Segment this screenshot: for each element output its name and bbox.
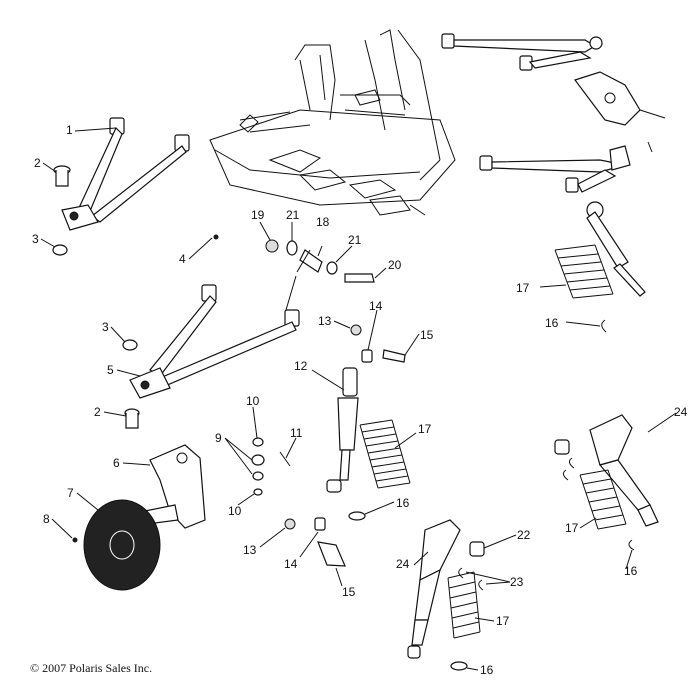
callout-22: 22: [517, 528, 531, 542]
callout-15: 15: [420, 328, 434, 342]
callout-24: 24: [674, 405, 688, 419]
retainer-16-bottom: [450, 661, 468, 671]
bolt-8: [72, 537, 78, 543]
callout-11: 11: [290, 426, 303, 440]
callout-17: 17: [496, 614, 510, 628]
hardware-9-10: [251, 437, 291, 496]
bushing-hardware-lower: [284, 517, 346, 567]
callout-9: 9: [215, 431, 222, 445]
callout-16: 16: [624, 564, 638, 578]
shock-24-center: [407, 519, 461, 659]
bushing-hardware-13-14-15: [350, 324, 406, 363]
leader-lines: [40, 127, 677, 671]
washer-3-lower: [122, 339, 138, 351]
shock-24-right: [554, 414, 659, 527]
callout-13: 13: [318, 314, 332, 328]
callout-3: 3: [102, 320, 109, 334]
callout-3: 3: [32, 232, 39, 246]
callout-16: 16: [545, 316, 559, 330]
spring-17-bottom: [447, 571, 481, 639]
lower-a-arm-top: [479, 141, 653, 193]
callout-15: 15: [342, 585, 356, 599]
callout-10: 10: [246, 394, 260, 408]
callout-12: 12: [294, 359, 308, 373]
ball-joint-upper: [53, 165, 71, 187]
leader-18: [285, 249, 311, 311]
shock-12: [326, 367, 359, 493]
clip-top-right: [601, 319, 607, 333]
knuckle-top: [574, 71, 666, 126]
callout-2: 2: [34, 156, 41, 170]
lower-a-arm-left: [129, 284, 300, 399]
callout-17: 17: [565, 521, 579, 535]
spring-top-right: [554, 244, 614, 299]
hardware-22-23: [458, 541, 485, 591]
spring-17-center: [359, 419, 411, 489]
frame: [209, 29, 456, 216]
callout-13: 13: [243, 543, 257, 557]
brake-disc: [83, 499, 161, 591]
callout-2: 2: [94, 405, 101, 419]
callout-19: 19: [251, 208, 265, 222]
shock-top-right: [586, 201, 646, 297]
bolt-4: [213, 234, 219, 240]
callout-16: 16: [396, 496, 410, 510]
callout-21: 21: [286, 208, 300, 222]
callout-10: 10: [228, 504, 242, 518]
callout-6: 6: [113, 456, 120, 470]
callout-8: 8: [43, 512, 50, 526]
callout-18: 18: [316, 215, 330, 229]
callout-23: 23: [510, 575, 524, 589]
retainer-16-center: [348, 511, 366, 521]
callout-21: 21: [348, 233, 362, 247]
washer-3-top: [52, 244, 68, 256]
callout-20: 20: [388, 258, 402, 272]
ball-joint-lower: [124, 408, 140, 429]
callout-24: 24: [396, 557, 410, 571]
copyright-notice: © 2007 Polaris Sales Inc.: [30, 661, 153, 675]
callout-17: 17: [516, 281, 530, 295]
upper-a-arm-top: [441, 33, 603, 71]
callout-14: 14: [284, 557, 298, 571]
upper-a-arm-left: [61, 117, 190, 231]
callout-4: 4: [179, 252, 186, 266]
callout-17: 17: [418, 422, 432, 436]
callout-7: 7: [67, 486, 74, 500]
callout-14: 14: [369, 299, 383, 313]
callout-5: 5: [107, 363, 114, 377]
clip-16-right: [628, 539, 635, 551]
callout-1: 1: [66, 123, 73, 137]
spring-17-right: [579, 469, 627, 530]
callout-16: 16: [480, 663, 494, 677]
